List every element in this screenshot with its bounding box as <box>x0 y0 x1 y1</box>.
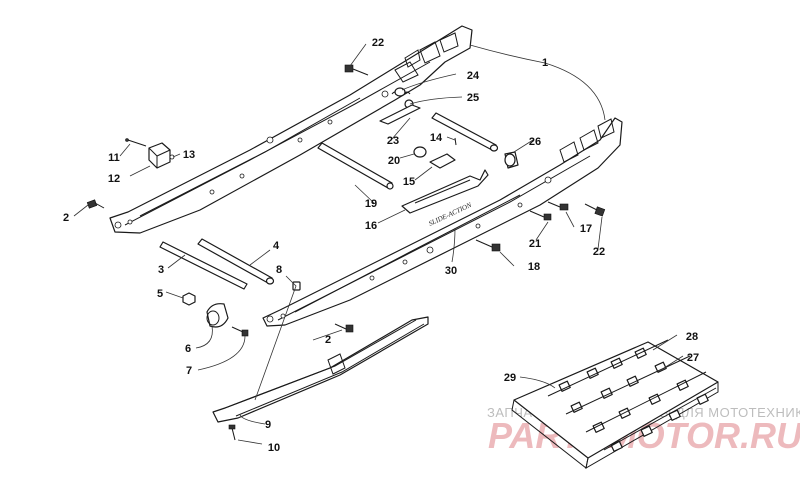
callout-17: 17 <box>580 223 592 235</box>
callout-10: 10 <box>268 442 280 454</box>
hardware <box>86 64 606 337</box>
callout-2-lower: 2 <box>325 334 331 346</box>
callout-22-top: 22 <box>372 37 384 49</box>
slide-rail-9 <box>212 316 429 441</box>
callout-3: 3 <box>158 264 164 276</box>
callout-14: 14 <box>430 132 443 144</box>
callout-21: 21 <box>529 238 541 250</box>
callout-26: 26 <box>529 136 541 148</box>
leader-lines <box>73 43 684 445</box>
callout-11: 11 <box>108 152 120 164</box>
callout-27: 27 <box>687 352 699 364</box>
callout-12: 12 <box>108 173 120 185</box>
callout-16: 16 <box>365 220 377 232</box>
left-rail <box>109 25 473 234</box>
callout-28: 28 <box>686 331 698 343</box>
callout-8: 8 <box>276 264 282 276</box>
callout-22-right: 22 <box>593 246 605 258</box>
callout-29: 29 <box>504 372 516 384</box>
callout-24: 24 <box>467 70 480 82</box>
callout-1: 1 <box>542 57 548 69</box>
callout-19: 19 <box>365 198 377 210</box>
callout-5: 5 <box>157 288 163 300</box>
callout-4: 4 <box>273 240 280 252</box>
cross-shafts <box>159 112 499 290</box>
callout-13: 13 <box>183 149 195 161</box>
track-section <box>511 339 719 469</box>
callout-7: 7 <box>186 365 192 377</box>
callout-20: 20 <box>388 155 400 167</box>
callout-9: 9 <box>265 419 271 431</box>
callout-15: 15 <box>403 176 415 188</box>
callout-30: 30 <box>445 265 457 277</box>
callout-2-left: 2 <box>63 212 69 224</box>
callout-23: 23 <box>387 135 399 147</box>
callout-18: 18 <box>528 261 540 273</box>
callout-6: 6 <box>185 343 191 355</box>
right-rail: SLIDE-ACTION <box>262 117 623 327</box>
track-clips <box>558 347 709 452</box>
callout-25: 25 <box>467 92 479 104</box>
callout-labels: 1 2 2 3 4 5 6 7 8 9 10 11 12 13 14 15 16… <box>63 37 699 454</box>
